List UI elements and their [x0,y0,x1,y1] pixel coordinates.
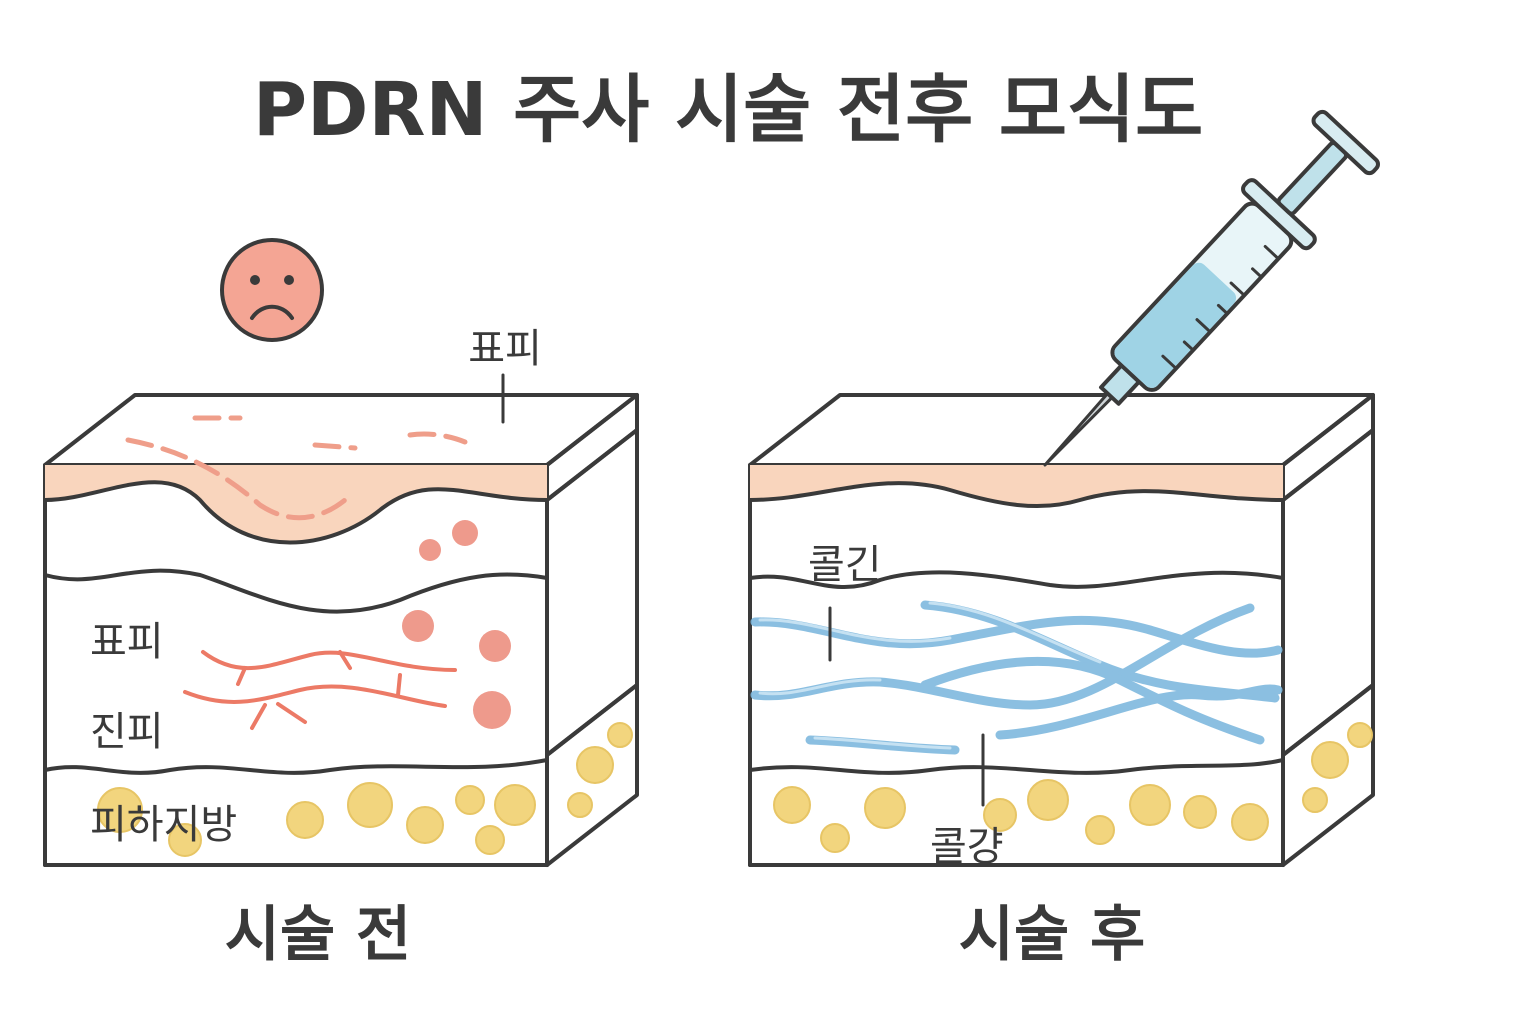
after-epidermis-band [750,465,1283,507]
before-caption: 시술 전 [225,900,412,970]
after-collagen-fibers [750,600,1283,755]
before-epidermis-line [43,480,549,545]
after-skin-block [748,393,1375,867]
after-fat-layer [748,758,1285,867]
before-side-epidermis [545,393,639,502]
after-epidermis-line [748,481,1285,509]
after-label-collagen-bottom: 콜걍 [930,824,1004,870]
before-label-middle: 진피 [90,709,164,755]
before-fat-cells [97,722,633,857]
before-fat-layer [43,758,549,867]
after-fat-cells [773,722,1373,853]
after-top-face [748,393,1375,467]
before-pigment-spots [402,520,511,729]
before-side-dermis [545,428,639,757]
after-collagen-highlights [758,601,1102,750]
before-top-face [43,393,639,467]
before-dermis-line [43,568,549,614]
before-epidermis-band [45,465,547,543]
before-blood-vessels [183,650,457,730]
before-label-upper: 표피 [90,619,164,665]
before-label-top: 표피 [468,326,542,372]
before-skin-block [43,393,639,867]
after-dermis-line [748,570,1285,589]
sad-face-icon [220,238,324,342]
before-label-bottom: 피하지방 [90,802,237,848]
after-side-epidermis [1281,393,1375,502]
syringe-icon [1043,109,1380,467]
after-caption: 시술 후 [959,900,1146,970]
after-side-dermis [1281,428,1375,757]
page-title: PDRN 주사 시술 전후 모식도 [253,67,1203,153]
before-wrinkle-marks [125,415,468,521]
after-label-collagen: 콜긴 [808,542,882,588]
